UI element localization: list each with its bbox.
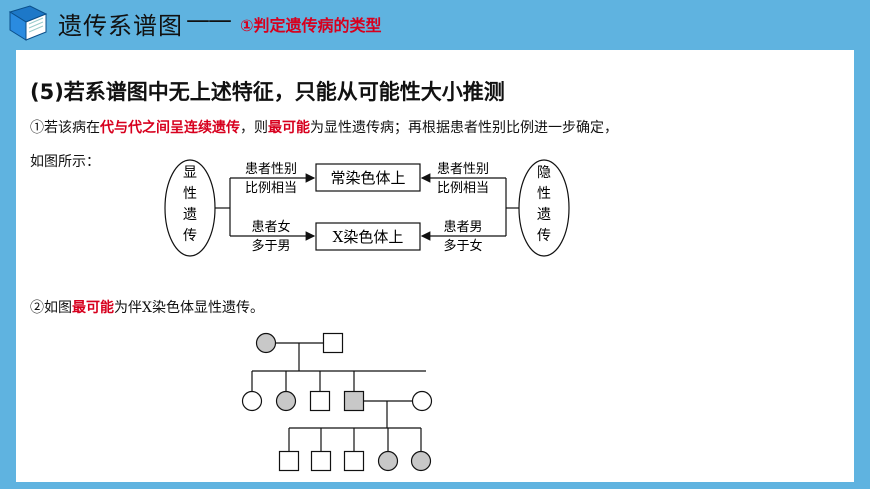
left-oval-char-2: 性 — [183, 186, 197, 202]
para1-prefix: ①若该病在 — [30, 120, 100, 136]
right-bottom-label-1: 患者男 — [443, 220, 482, 235]
title-bar: 遗传系谱图 —— ①判定遗传病的类型 — [0, 0, 870, 48]
left-oval-char-4: 传 — [183, 228, 197, 244]
section-heading: (5)若系谱图中无上述特征，只能从可能性大小推测 — [30, 80, 505, 104]
gen1-normal-male-2 — [322, 332, 344, 354]
right-oval-char-3: 遗 — [537, 207, 551, 223]
para1-highlight-1: 代与代之间呈连续遗传 — [100, 120, 240, 136]
paragraph-1-line-1: ①若该病在代与代之间呈连续遗传，则最可能为显性遗传病；再根据患者性别比例进一步确… — [30, 118, 618, 138]
left-top-label-2: 比例相当 — [245, 181, 297, 196]
gen3-normal-male-2 — [310, 450, 332, 472]
gen2-normal-female-5 — [411, 390, 433, 412]
left-bottom-label-2: 多于男 — [251, 238, 290, 254]
gen2-affected-female-2 — [275, 390, 297, 412]
right-oval-char-4: 传 — [537, 228, 551, 244]
gen2-normal-female-1 — [241, 390, 263, 412]
right-top-label-2: 比例相当 — [437, 181, 489, 196]
para1-mid: ，则 — [240, 120, 268, 136]
page-title: 遗传系谱图 — [58, 12, 183, 40]
right-oval-char-2: 性 — [537, 186, 551, 202]
right-oval-char-1: 隐 — [537, 165, 551, 181]
left-top-label-1: 患者性别 — [245, 162, 297, 177]
title-dash: —— — [186, 6, 232, 34]
content-panel: (5)若系谱图中无上述特征，只能从可能性大小推测 ①若该病在代与代之间呈连续遗传… — [16, 50, 854, 482]
para2-prefix: ②如图 — [30, 300, 72, 316]
gen1-affected-female-1 — [255, 332, 277, 354]
x-chromosome-box — [315, 222, 421, 251]
left-oval-char-3: 遗 — [183, 207, 197, 223]
right-top-label-1: 患者性别 — [437, 162, 489, 177]
para1-suffix: 为显性遗传病；再根据患者性别比例进一步确定， — [310, 120, 618, 136]
paragraph-2: ②如图最可能为伴X染色体显性遗传。 — [30, 298, 264, 318]
gen2-normal-male-3 — [309, 390, 331, 412]
book-icon — [8, 5, 48, 41]
autosomal-box-label: 常染色体上 — [330, 169, 405, 187]
pedigree-chart — [241, 332, 433, 472]
gen3-affected-female-5 — [410, 450, 432, 472]
left-oval-char-1: 显 — [183, 165, 197, 181]
inheritance-diagram: 显 性 遗 传 隐 性 遗 传 常染色体上 X染色体上 患者性别 比例相当 患者… — [164, 159, 570, 257]
para2-highlight: 最可能 — [72, 300, 114, 316]
left-bottom-label-1: 患者女 — [251, 219, 290, 235]
paragraph-1-line-2: 如图所示： — [30, 154, 100, 170]
gen3-normal-male-3 — [343, 450, 365, 472]
para1-highlight-2: 最可能 — [268, 120, 310, 136]
page-subtitle: ①判定遗传病的类型 — [240, 16, 382, 35]
x-chromosome-box-label: X染色体上 — [333, 228, 404, 246]
autosomal-box — [315, 163, 421, 192]
right-bottom-label-2: 多于女 — [443, 238, 482, 254]
gen2-affected-male-4 — [343, 390, 365, 412]
gen3-affected-female-4 — [377, 450, 399, 472]
para2-suffix: 为伴X染色体显性遗传。 — [114, 300, 264, 316]
gen3-normal-male-1 — [278, 450, 300, 472]
